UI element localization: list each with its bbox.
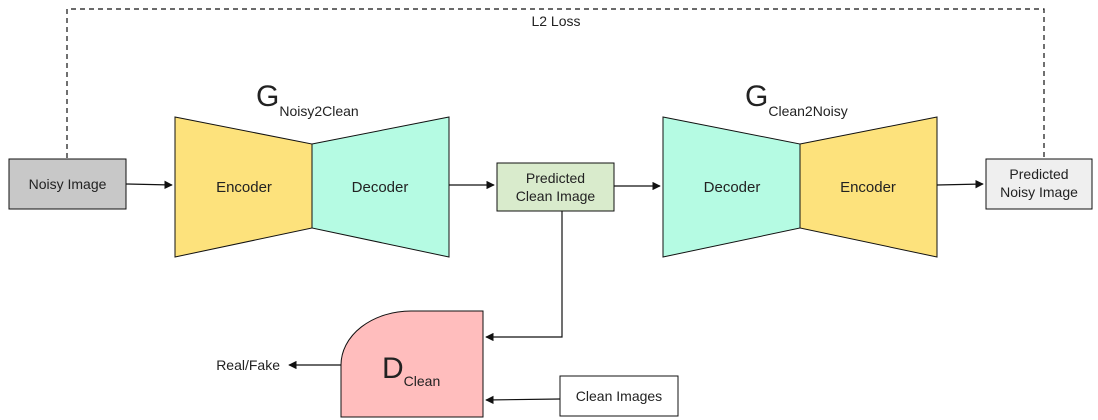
arrow-encoder-to-predicted-noisy	[936, 179, 984, 189]
decoder-block-a	[311, 116, 450, 258]
encoder-a-label: Encoder	[216, 179, 272, 196]
arrow-clean-images-to-discriminator	[485, 395, 561, 405]
arrow-predicted-clean-to-discriminator	[485, 211, 563, 342]
discriminator-shape	[340, 310, 484, 418]
discriminator-label: DClean	[382, 352, 440, 389]
predicted-noisy-image-box	[985, 158, 1093, 210]
clean-images-label: Clean Images	[576, 388, 662, 404]
generator-clean2noisy-title: GClean2Noisy	[745, 80, 848, 119]
arrow-input-to-encoder	[125, 180, 173, 190]
predicted-clean-line2: Clean Image	[516, 188, 596, 204]
encoder-block-b	[799, 116, 938, 258]
l2-loss-connector	[66, 8, 1045, 158]
predicted-noisy-line2: Noisy Image	[1000, 184, 1078, 200]
l2-loss-label: L2 Loss	[531, 13, 580, 29]
generator-noisy2clean-title: GNoisy2Clean	[256, 80, 359, 119]
noisy-image-box	[8, 158, 127, 210]
predicted-clean-line1: Predicted	[526, 170, 585, 186]
encoder-b-label: Encoder	[840, 179, 896, 196]
predicted-noisy-line1: Predicted	[1009, 166, 1068, 182]
real-fake-label: Real/Fake	[216, 357, 280, 373]
decoder-a-label: Decoder	[352, 179, 409, 196]
noisy-image-label: Noisy Image	[29, 176, 107, 192]
decoder-b-label: Decoder	[704, 179, 761, 196]
predicted-clean-image-box	[496, 162, 615, 212]
clean-images-box	[559, 375, 679, 417]
